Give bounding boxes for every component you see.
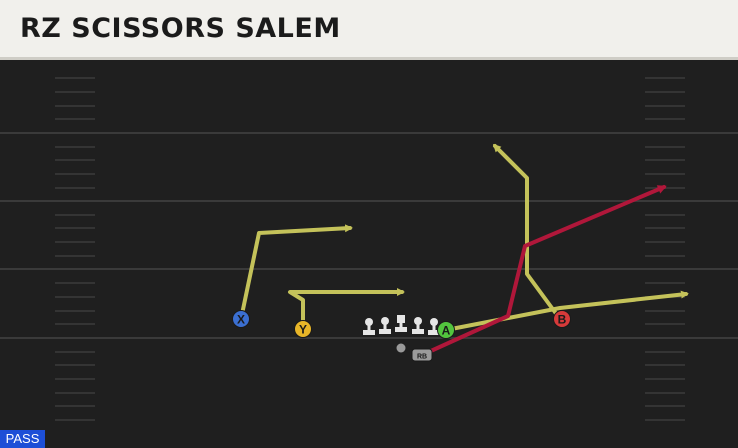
lineman-icon xyxy=(428,318,440,335)
route-x-corner xyxy=(239,224,353,321)
lineman-icon xyxy=(412,317,424,334)
field-background xyxy=(0,60,738,448)
player-rb[interactable]: RB xyxy=(411,348,433,362)
player-a-label: A xyxy=(442,324,451,338)
lineman-icon xyxy=(379,317,391,334)
route-rb-wheel xyxy=(420,185,667,357)
hash-marks-right xyxy=(645,77,685,421)
player-a[interactable]: A xyxy=(437,321,455,339)
player-b-label: B xyxy=(558,313,567,327)
title-bar: RZ SCISSORS SALEM xyxy=(0,0,738,60)
play-type-badge: PASS xyxy=(0,430,45,448)
player-y-label: Y xyxy=(299,323,307,337)
hash-marks-left xyxy=(55,77,95,421)
player-y[interactable]: Y xyxy=(294,320,312,338)
lineman-icon xyxy=(363,318,375,335)
player-b[interactable]: B xyxy=(553,310,571,328)
play-title: RZ SCISSORS SALEM xyxy=(20,13,341,44)
yard-lines xyxy=(0,132,738,339)
player-x[interactable]: X xyxy=(232,310,250,328)
play-field: X Y A B RB xyxy=(0,60,738,448)
quarterback-icon xyxy=(396,343,406,353)
route-a-flat xyxy=(444,290,689,332)
route-y-out xyxy=(288,288,405,331)
center-icon xyxy=(395,315,407,332)
player-rb-label: RB xyxy=(417,354,427,361)
route-b-post xyxy=(492,143,562,321)
offensive-line xyxy=(363,315,440,335)
player-x-label: X xyxy=(237,313,245,327)
